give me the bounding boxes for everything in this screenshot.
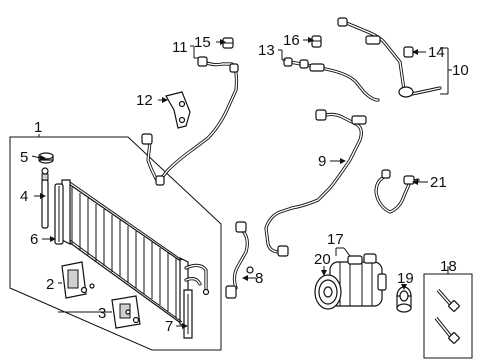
callout-4: 4 bbox=[20, 188, 28, 205]
callout-15: 15 bbox=[194, 34, 211, 51]
ac-compressor bbox=[329, 253, 387, 307]
callout-17: 17 bbox=[327, 231, 344, 248]
hose-assembly-13 bbox=[283, 57, 380, 102]
callout-6: 6 bbox=[30, 231, 38, 248]
callout-12: 12 bbox=[136, 92, 153, 109]
pressure-sensor-14 bbox=[403, 46, 414, 58]
callout-10: 10 bbox=[452, 62, 469, 79]
pressure-line-10 bbox=[337, 17, 442, 98]
callout-14: 14 bbox=[428, 44, 445, 61]
callout-2: 2 bbox=[46, 276, 54, 293]
condenser-bracket-left bbox=[61, 261, 95, 299]
callout-3: 3 bbox=[98, 305, 106, 322]
callout-19: 19 bbox=[397, 270, 414, 287]
compressor-clutch-pulley bbox=[314, 274, 342, 310]
hose-bracket-12 bbox=[165, 91, 191, 129]
condenser-side-bracket bbox=[183, 289, 193, 339]
hose-assembly-11 bbox=[141, 56, 239, 186]
callout-9: 9 bbox=[318, 153, 326, 170]
callout-7: 7 bbox=[165, 318, 173, 335]
condenser-fittings bbox=[184, 263, 210, 296]
condenser-kit-box bbox=[9, 136, 222, 351]
callout-13: 13 bbox=[258, 42, 275, 59]
condenser-core bbox=[61, 179, 189, 329]
callout-11: 11 bbox=[172, 39, 188, 56]
callout-1: 1 bbox=[34, 119, 42, 136]
service-valve-cap-15 bbox=[222, 37, 234, 49]
bolt-kit-box bbox=[423, 273, 473, 359]
seal-sleeve-19 bbox=[396, 286, 412, 313]
callout-20: 20 bbox=[314, 251, 331, 268]
condenser-bracket-lower bbox=[111, 295, 141, 329]
callout-16: 16 bbox=[283, 32, 300, 49]
service-valve-cap-16 bbox=[311, 35, 322, 48]
hose-assembly-21 bbox=[374, 169, 420, 214]
discharge-hose-8 bbox=[225, 221, 254, 299]
drier-cartridge bbox=[41, 167, 49, 229]
callout-18: 18 bbox=[440, 258, 457, 275]
suction-line-9 bbox=[264, 109, 367, 257]
leader-lines bbox=[31, 37, 452, 329]
callout-5: 5 bbox=[20, 149, 28, 166]
callout-21: 21 bbox=[430, 174, 447, 191]
mounting-bolt-lower bbox=[434, 316, 460, 344]
receiver-drier-tube bbox=[54, 183, 64, 245]
mounting-bolt-upper bbox=[436, 288, 460, 312]
callout-8: 8 bbox=[255, 270, 263, 287]
